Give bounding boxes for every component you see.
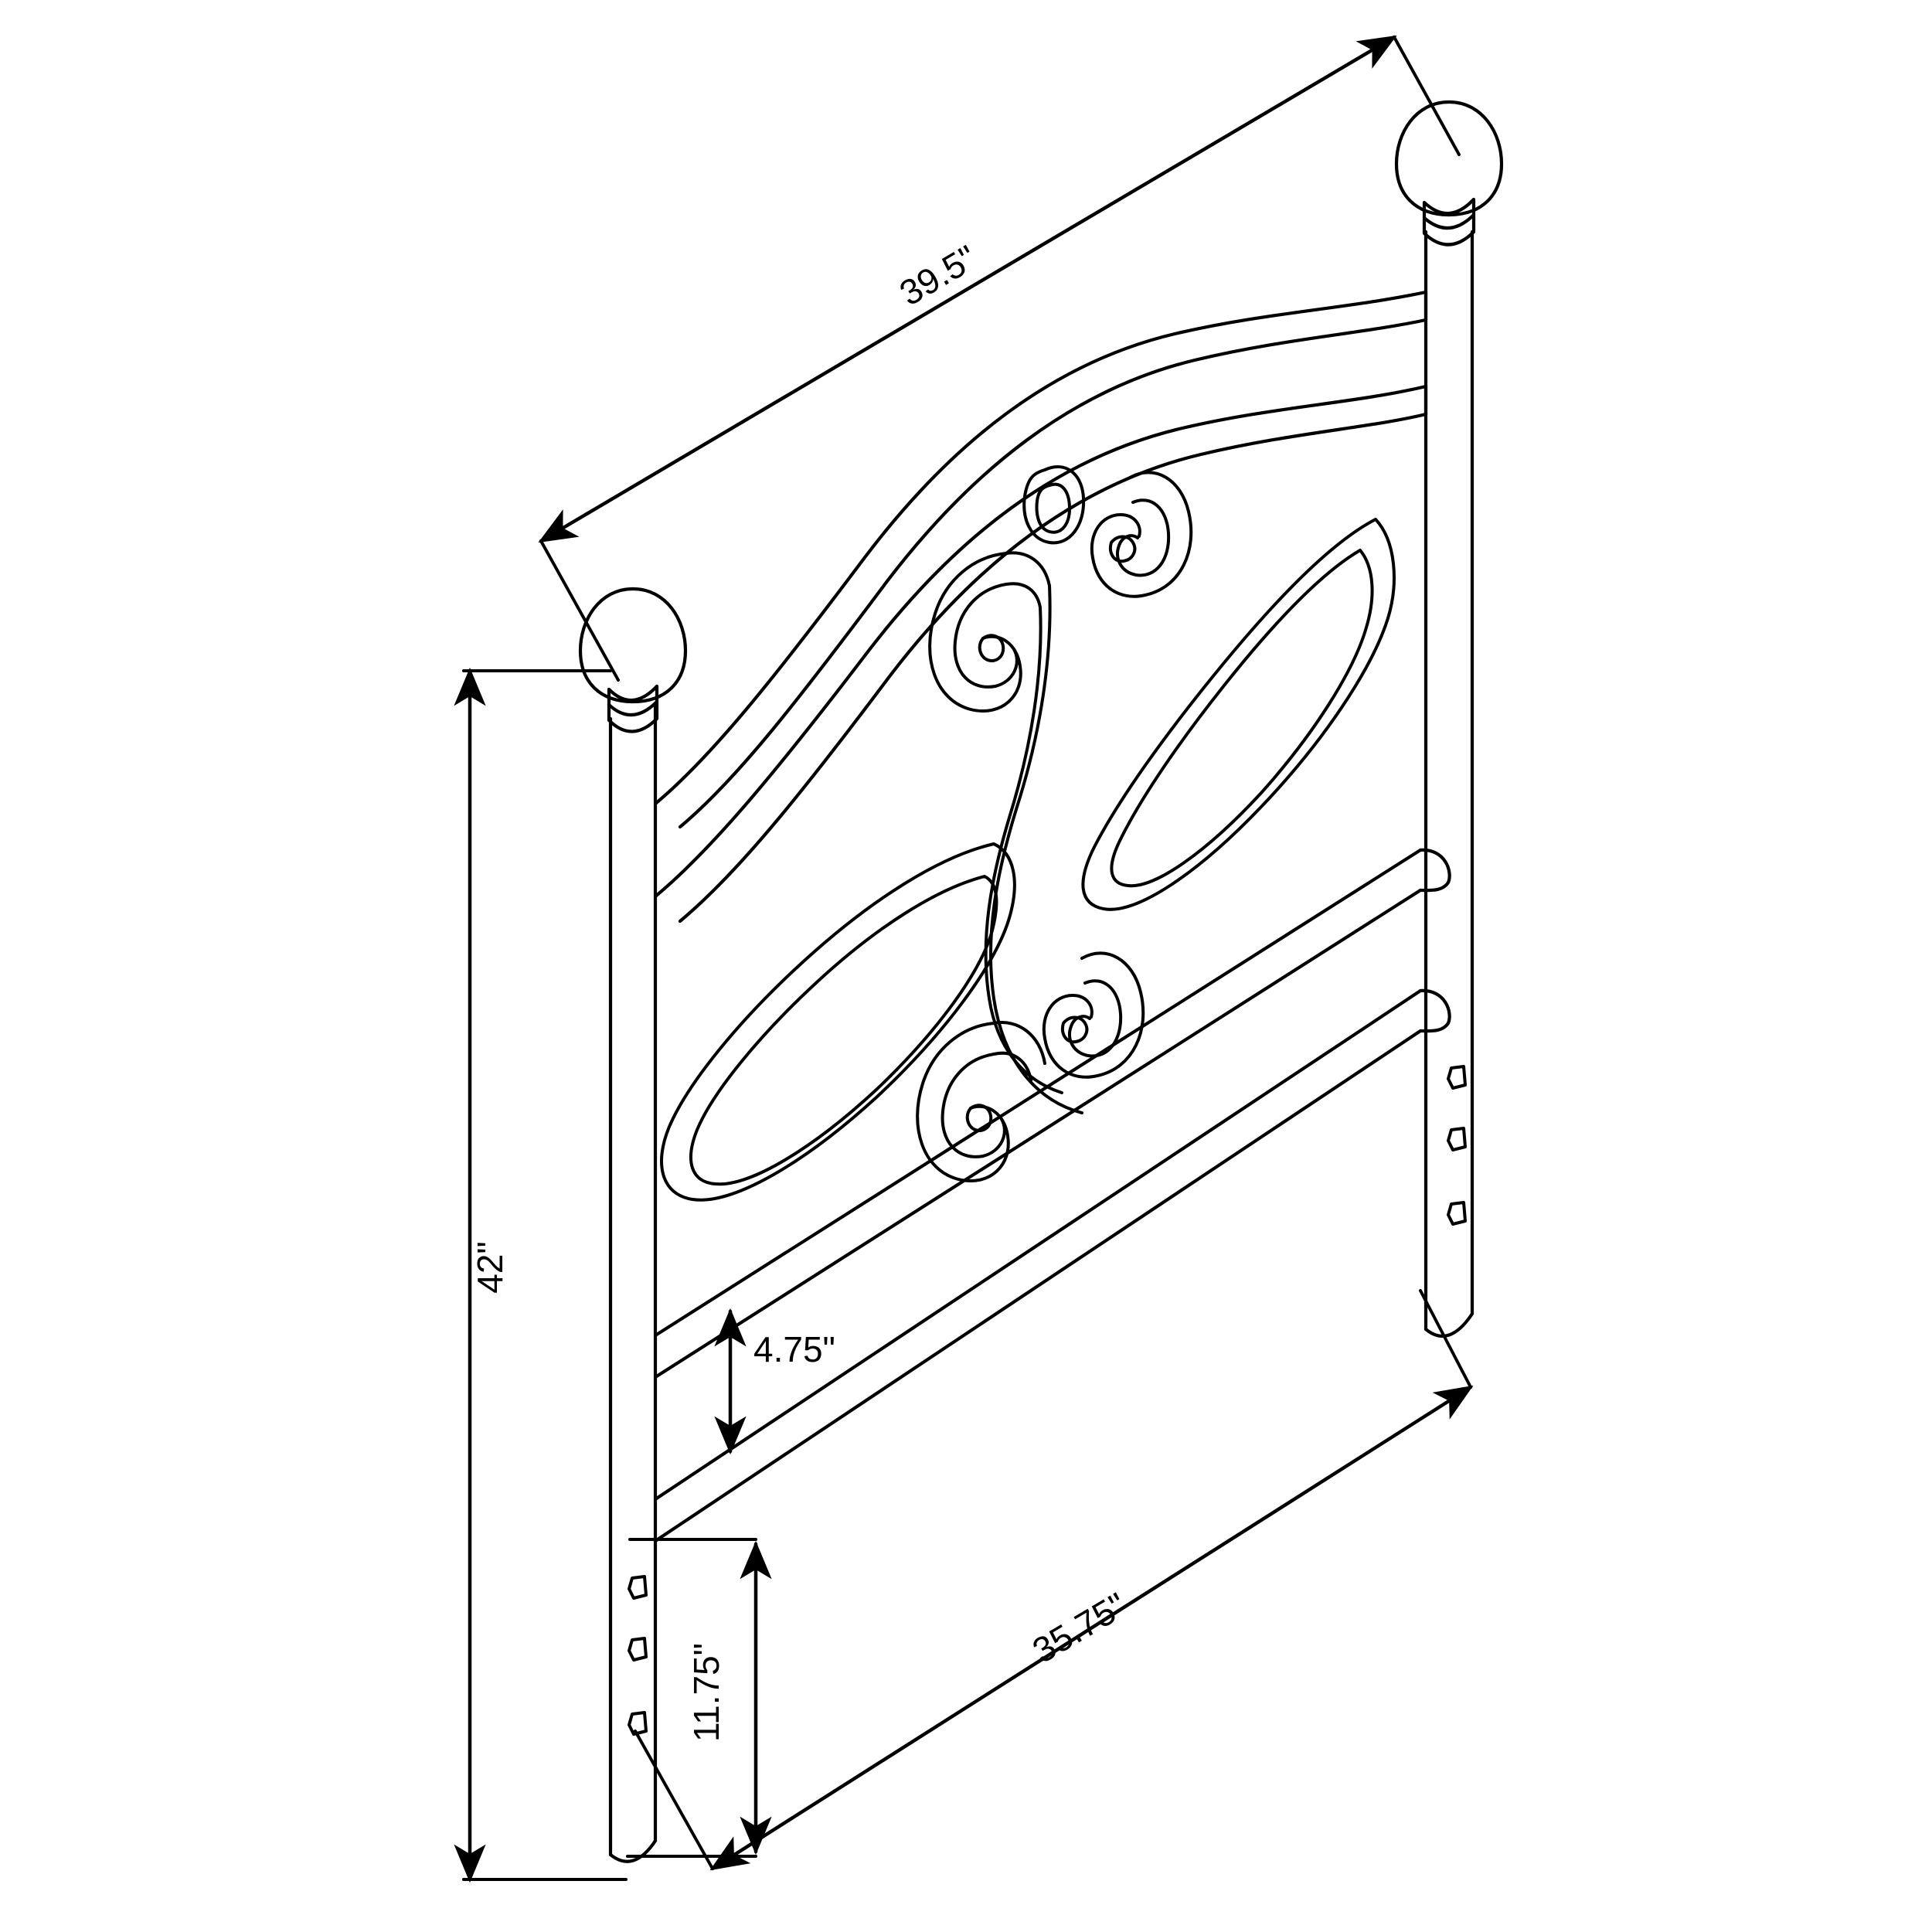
- spiral-curl-lower-right: [1042, 951, 1145, 1079]
- dimension-label-height-overall: 42": [470, 1241, 510, 1294]
- top-arched-rails: [653, 290, 1428, 923]
- right-post-slots: [1447, 1065, 1467, 1226]
- left-post-slots: [628, 1575, 648, 1736]
- dimension-label-post-bottom: 11.75": [686, 1643, 726, 1742]
- ring-ornament: [1022, 465, 1086, 545]
- dimension-line-width-top: [538, 35, 1461, 682]
- spiral-curl-upper-left: [928, 551, 1051, 713]
- spiral-curl-upper-right: [1090, 471, 1193, 598]
- dimension-label-rail-gap: 4.75": [753, 1329, 835, 1369]
- dimension-line-height-overall: [454, 667, 628, 1883]
- lower-horizontal-rails: [653, 848, 1451, 1543]
- center-scrollwork: [660, 465, 1396, 1202]
- headboard-assembly: [578, 100, 1504, 1863]
- dimension-lines-group: [454, 35, 1474, 1883]
- leaf-loop-lower: [660, 842, 1016, 1202]
- leaf-loop-upper: [1081, 518, 1396, 911]
- dimension-line-depth-bottom: [634, 1289, 1474, 1871]
- left-post: [578, 587, 688, 1863]
- spiral-curl-lower-left: [916, 1021, 1046, 1182]
